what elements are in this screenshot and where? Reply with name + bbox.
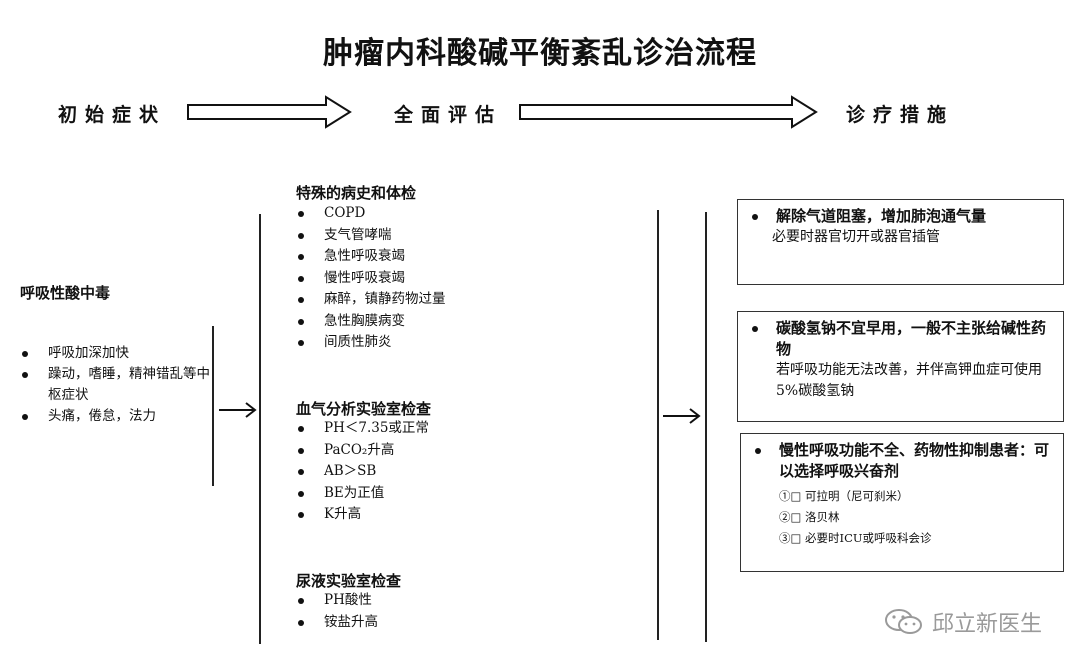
urine-item: 铵盐升高 [296,612,626,634]
urine-item: PH酸性 [296,590,626,612]
watermark-text: 邱立新医生 [931,612,1042,637]
history-item: 麻醉，镇静药物过量 [296,289,626,311]
flow-arrow-2 [663,408,701,424]
stimulant-option: ①□ 可拉明（尼可刹米） [779,489,909,503]
treatment-box-stimulant-lead: 慢性呼吸功能不全、药物性抑制患者：可以选择呼吸兴奋剂 [751,440,1053,482]
history-item: 急性胸膜病变 [296,311,626,333]
treatment-box-bicarbonate-lead: 碳酸氢钠不宜早用，一般不主张给碱性药物 [748,318,1053,360]
stimulant-option: ③□ 必要时ICU或呼吸科会诊 [779,531,932,545]
flow-arrow-1 [219,402,257,418]
stage-initial-symptoms: 初始症状 [58,104,167,126]
stimulant-option: ②□ 洛贝林 [779,510,840,524]
assessment-right-line [657,210,659,640]
stage-arrow-1 [187,95,352,129]
treatment-left-line [705,212,707,642]
treatment-box-airway-sub: 必要时器官切开或器官插管 [772,229,940,245]
history-list: COPD 支气管哮喘 急性呼吸衰竭 慢性呼吸衰竭 麻醉，镇静药物过量 急性胸膜病… [296,203,626,354]
history-item: 支气管哮喘 [296,225,626,247]
stage-treatment: 诊疗措施 [846,104,955,126]
treatment-box-stimulant: 慢性呼吸功能不全、药物性抑制患者：可以选择呼吸兴奋剂 ①□ 可拉明（尼可刹米） … [740,433,1064,572]
blood-gas-item: BE为正值 [296,483,626,505]
symptoms-heading: 呼吸性酸中毒 [20,284,111,302]
history-item: 急性呼吸衰竭 [296,246,626,268]
watermark: 邱立新医生 [884,606,1042,638]
blood-gas-item: PH＜7.35或正常 [296,418,626,440]
blood-gas-item: K升高 [296,504,626,526]
stage-arrow-2 [519,95,818,129]
wechat-icon [884,609,922,634]
symptoms-bracket-line [212,326,214,486]
blood-gas-list: PH＜7.35或正常 PaCO₂升高 AB＞SB BE为正值 K升高 [296,418,626,526]
treatment-box-bicarbonate-sub: 若呼吸功能无法改善，并伴高钾血症可使用5%碳酸氢钠 [776,362,1042,399]
history-item: 慢性呼吸衰竭 [296,268,626,290]
treatment-box-bicarbonate: 碳酸氢钠不宜早用，一般不主张给碱性药物 若呼吸功能无法改善，并伴高钾血症可使用5… [737,311,1064,422]
urine-list: PH酸性 铵盐升高 [296,590,626,633]
blood-gas-item: AB＞SB [296,461,626,483]
blood-gas-heading: 血气分析实验室检查 [296,400,432,418]
history-item: 间质性肺炎 [296,332,626,354]
assessment-left-line [259,214,261,644]
symptoms-list: 呼吸加深加快 躁动，嗜睡，精神错乱等中枢症状 头痛，倦怠，法力 [20,343,212,427]
symptom-item: 躁动，嗜睡，精神错乱等中枢症状 [20,364,212,406]
blood-gas-item: PaCO₂升高 [296,440,626,462]
symptom-item: 呼吸加深加快 [20,343,212,364]
history-item: COPD [296,203,626,225]
page-title: 肿瘤内科酸碱平衡紊乱诊治流程 [323,36,757,71]
treatment-box-airway-lead: 解除气道阻塞，增加肺泡通气量 [748,206,1053,227]
urine-heading: 尿液实验室检查 [296,572,402,590]
treatment-box-airway: 解除气道阻塞，增加肺泡通气量 必要时器官切开或器官插管 [737,199,1064,285]
history-heading: 特殊的病史和体检 [296,184,417,202]
stage-assessment: 全面评估 [394,104,503,126]
symptom-item: 头痛，倦怠，法力 [20,406,212,427]
